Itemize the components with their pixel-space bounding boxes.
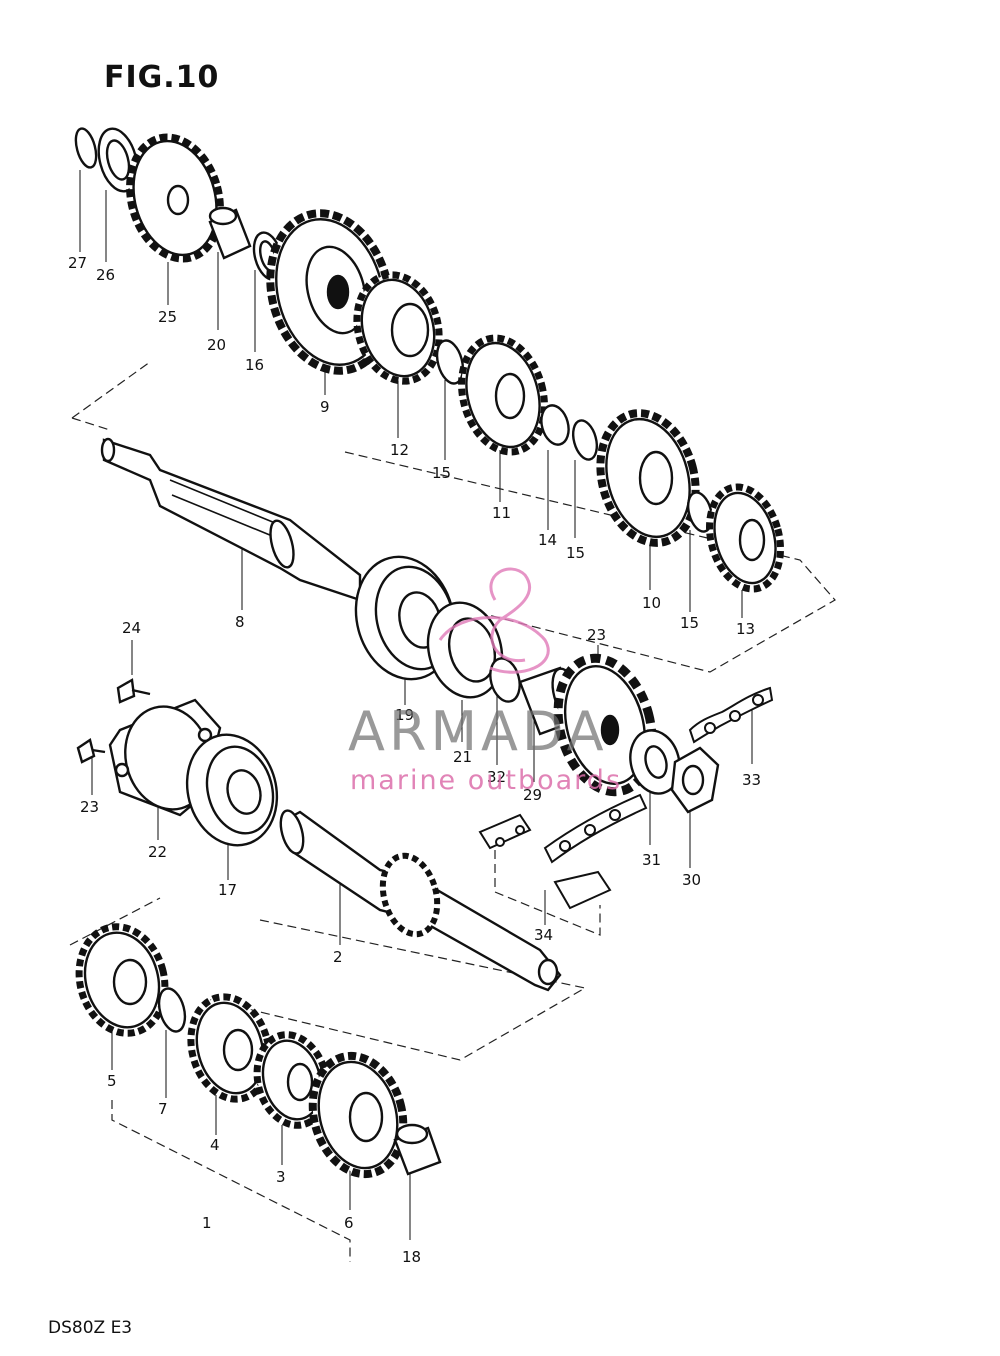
circlip-15-b bbox=[571, 419, 599, 461]
part-label: 34 bbox=[534, 926, 553, 944]
washer-14 bbox=[540, 404, 570, 446]
bushing-18 bbox=[393, 1123, 442, 1176]
part-label: 10 bbox=[642, 594, 661, 612]
part-label: 29 bbox=[523, 786, 542, 804]
gear-13 bbox=[706, 483, 784, 593]
lock-washer-31 bbox=[629, 729, 681, 795]
watermark-logo-icon bbox=[438, 567, 550, 674]
part-label: 6 bbox=[344, 1214, 354, 1232]
gear-25 bbox=[126, 133, 224, 263]
countershaft-8 bbox=[100, 437, 362, 602]
parts bbox=[74, 127, 784, 1179]
part-label: 20 bbox=[207, 336, 226, 354]
circlip-15-c bbox=[686, 491, 714, 533]
circlip-7 bbox=[157, 987, 187, 1033]
part-label: 3 bbox=[276, 1168, 286, 1186]
part-label: 15 bbox=[680, 614, 699, 632]
part-label: 15 bbox=[432, 464, 451, 482]
part-label: 7 bbox=[158, 1100, 168, 1118]
gear-10 bbox=[596, 409, 700, 547]
oil-seal-21 bbox=[426, 601, 504, 699]
part-label: 4 bbox=[210, 1136, 220, 1154]
model-code: DS80Z E3 bbox=[48, 1318, 133, 1338]
part-label: 33 bbox=[742, 771, 761, 789]
part-label: 15 bbox=[566, 544, 585, 562]
bushing-20 bbox=[208, 206, 252, 260]
figure-title: FIG.10 bbox=[104, 60, 220, 95]
part-label: 9 bbox=[320, 398, 330, 416]
countershaft-group-left bbox=[71, 417, 111, 431]
lower-gear-group-bracket bbox=[111, 1100, 351, 1262]
master-link-34 bbox=[478, 813, 612, 910]
part-label: 32 bbox=[487, 768, 506, 786]
part-label: 25 bbox=[158, 308, 177, 326]
part-label: 31 bbox=[642, 851, 661, 869]
gear-12 bbox=[353, 271, 443, 385]
gear-4 bbox=[187, 993, 273, 1103]
bolt-24 bbox=[116, 678, 151, 704]
chain-group-outline bbox=[494, 850, 601, 936]
part-label: 17 bbox=[218, 881, 237, 899]
part-label: 27 bbox=[68, 254, 87, 272]
part-label: 5 bbox=[107, 1072, 117, 1090]
part-label: 30 bbox=[682, 871, 701, 889]
bolt-23 bbox=[76, 738, 106, 764]
gear-11 bbox=[458, 334, 548, 456]
part-label: 19 bbox=[395, 706, 414, 724]
watermark-brand: ARMADA bbox=[348, 700, 608, 763]
part-label: 22 bbox=[148, 843, 167, 861]
part-label: 2 bbox=[333, 948, 343, 966]
driveshaft-group-outline bbox=[69, 897, 587, 1061]
part-label: 13 bbox=[736, 620, 755, 638]
part-label: 23 bbox=[587, 626, 606, 644]
part-label: 12 bbox=[390, 441, 409, 459]
part-label: 11 bbox=[492, 504, 511, 522]
part-label: 24 bbox=[122, 619, 141, 637]
circlip-27 bbox=[74, 127, 98, 169]
part-label: 8 bbox=[235, 613, 245, 631]
part-label: 16 bbox=[245, 356, 264, 374]
part-label: 23 bbox=[80, 798, 99, 816]
gear-5 bbox=[75, 923, 169, 1037]
gear-6 bbox=[308, 1051, 408, 1179]
chain-33 bbox=[688, 686, 774, 744]
chain-34-segment bbox=[543, 793, 648, 864]
part-label: 18 bbox=[402, 1248, 421, 1266]
part-label: 21 bbox=[453, 748, 472, 766]
watermark-tagline: marine outboards bbox=[350, 765, 623, 796]
circlip-15-a bbox=[435, 339, 465, 385]
bearing-17 bbox=[185, 733, 279, 847]
part-label: 14 bbox=[538, 531, 557, 549]
driveshaft-2 bbox=[279, 809, 562, 992]
part-label: 1 bbox=[202, 1214, 212, 1232]
part-label: 26 bbox=[96, 266, 115, 284]
sprocket-23 bbox=[553, 653, 657, 797]
